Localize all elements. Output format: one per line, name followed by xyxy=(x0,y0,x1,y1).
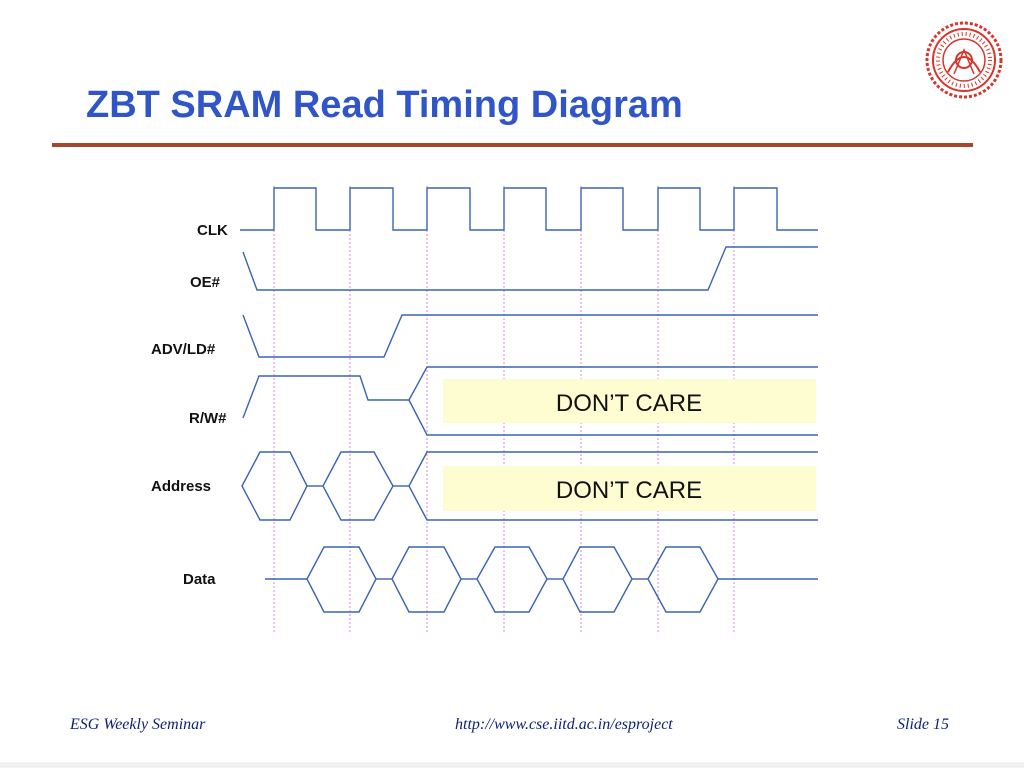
data-waveform xyxy=(265,546,818,613)
rw-waveform xyxy=(242,366,818,436)
data-cycle xyxy=(562,546,633,613)
dont-care-label-address: DON’T CARE xyxy=(556,477,702,504)
signal-label-rw: R/W# xyxy=(189,410,227,427)
bottom-strip xyxy=(0,762,1024,768)
address-waveform xyxy=(241,451,818,521)
slide-title: ZBT SRAM Read Timing Diagram xyxy=(86,84,683,126)
clk-waveform xyxy=(240,187,818,231)
footer-seminar-name: ESG Weekly Seminar xyxy=(70,716,206,733)
address-cycle xyxy=(322,451,394,521)
data-cycle xyxy=(476,546,548,613)
adv-ld-waveform xyxy=(242,314,818,358)
dont-care-label-rw: DON’T CARE xyxy=(556,390,702,417)
signal-label-oe: OE# xyxy=(190,274,221,291)
oe-waveform xyxy=(242,246,818,291)
footer-url[interactable]: http://www.cse.iitd.ac.in/esproject xyxy=(455,716,673,733)
signal-label-address: Address xyxy=(151,478,211,495)
signal-label-data: Data xyxy=(183,571,216,588)
title-divider xyxy=(52,143,973,147)
signal-label-clk: CLK xyxy=(197,222,228,239)
data-cycle xyxy=(306,546,377,613)
iit-delhi-logo-icon xyxy=(925,21,1003,99)
signal-label-adv-ld: ADV/LD# xyxy=(151,341,216,358)
dont-care-box-address xyxy=(443,466,816,511)
footer-slide-number: Slide 15 xyxy=(897,716,949,733)
dont-care-box-rw xyxy=(443,379,816,423)
